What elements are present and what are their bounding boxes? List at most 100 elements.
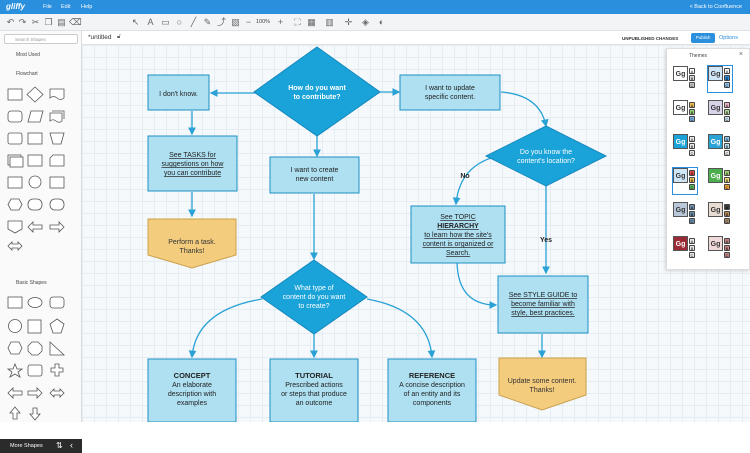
theme-swatch-label: Gg — [708, 236, 723, 251]
zoom-level[interactable]: 100% — [256, 19, 271, 25]
back-to-confluence-link[interactable]: < Back to Confluence — [689, 4, 742, 10]
menu-help[interactable]: Help — [81, 4, 93, 10]
decision-type-content[interactable]: What type of content do you want to crea… — [260, 259, 368, 335]
redo-icon[interactable]: ↷ — [18, 17, 27, 27]
decision-how-contribute[interactable]: How do you want to contribute? — [253, 46, 381, 137]
box-see-tasks-line1: See TASKS for — [169, 152, 216, 159]
circle-shape — [8, 319, 22, 333]
pointer-icon[interactable]: ↖ — [131, 17, 140, 27]
theme-swatch-label: Gg — [708, 100, 723, 115]
rectangle-tool-icon[interactable]: ▭ — [161, 17, 170, 27]
unpublished-status: UNPUBLISHED CHANGES — [622, 36, 679, 41]
section-basic-shapes[interactable]: Basic Shapes — [16, 280, 47, 286]
zoom-out-icon[interactable]: − — [245, 17, 252, 27]
theme-swatch-dot: B — [689, 75, 695, 81]
box-dont-know[interactable]: I don't know. — [147, 74, 210, 111]
themes-icon[interactable]: ◐ — [378, 17, 385, 27]
table-shape — [7, 176, 23, 189]
crosshair-icon[interactable]: ✛ — [344, 17, 353, 27]
theme-swatch-dot: B — [724, 143, 730, 149]
grid-icon[interactable]: ▦ — [307, 17, 316, 27]
connector-tool-icon[interactable]: ⤴ — [216, 17, 226, 27]
toolbar: ↶ ↷ ✂ ❐ ▤ ⌫ ↖ A ▭ ○ ╱ ✎ ⤴ ▧ − 100% + ⛶ ▦… — [0, 14, 750, 31]
dbl-arrow-basic-shape — [49, 388, 65, 398]
delete-icon[interactable]: ⌫ — [69, 17, 82, 27]
theme-swatch-dot: A — [689, 204, 695, 210]
box-tutorial[interactable]: TUTORIAL Prescribed actions or steps tha… — [269, 358, 359, 422]
undo-icon[interactable]: ↶ — [6, 17, 15, 27]
sliders-icon[interactable]: ⇅ — [56, 441, 63, 450]
align-icon[interactable]: ▥ — [325, 17, 334, 27]
box-see-tasks-line3: you can contribute — [164, 170, 221, 177]
pen-tool-icon[interactable]: ✎ — [203, 17, 212, 27]
theme-swatch-dot: A — [689, 68, 695, 74]
box-see-tasks[interactable]: See TASKS for suggestions on how you can… — [147, 135, 238, 192]
theme-swatch-label: Gg — [673, 168, 688, 183]
text-tool-icon[interactable]: A — [147, 17, 154, 27]
box-update[interactable]: I want to update specific content. — [399, 74, 501, 111]
drawing-canvas[interactable]: How do you want to contribute? I don't k… — [82, 45, 750, 422]
cut-icon[interactable]: ✂ — [31, 17, 40, 27]
publish-button[interactable]: Publish — [691, 33, 715, 43]
decision-know-location[interactable]: Do you know the content's location? — [484, 125, 608, 187]
options-button[interactable]: Options — [719, 35, 738, 41]
ellipse-tool-icon[interactable]: ○ — [176, 17, 183, 27]
box-see-tasks-line2: suggestions on how — [162, 161, 225, 168]
collapse-chevron-icon[interactable]: ‹ — [70, 440, 73, 450]
theme-swatch-dot: C — [689, 252, 695, 258]
theme-swatch-dot: B — [689, 143, 695, 149]
section-most-used[interactable]: Most Used — [16, 52, 40, 58]
decision-type-content-line3: to create? — [298, 303, 329, 310]
theme-swatch-label: Gg — [708, 134, 723, 149]
theme-swatch-dot: C — [724, 150, 730, 156]
theme-swatch-dot: B — [724, 109, 730, 115]
search-shapes-input[interactable]: Search Shapes — [4, 34, 78, 44]
offpage-update-some[interactable]: Update some content. Thanks! — [498, 357, 587, 411]
lock-icon[interactable]: 🔓︎ — [117, 34, 121, 40]
layers-icon[interactable]: ◈ — [362, 17, 369, 27]
rounded-process-shape — [7, 110, 23, 123]
box-style-guide[interactable]: See STYLE GUIDE to become familiar with … — [497, 275, 589, 334]
flowchart: How do you want to contribute? I don't k… — [147, 46, 608, 422]
box-topic-hierarchy[interactable]: See TOPIC HIERARCHY to learn how the sit… — [410, 205, 506, 264]
internal-storage-shape — [27, 154, 43, 167]
box-reference[interactable]: REFERENCE A concise description of an en… — [387, 358, 477, 422]
box-tutorial-line2: or steps that produce — [281, 391, 347, 398]
basic-shapes-palette[interactable] — [0, 289, 82, 439]
image-tool-icon[interactable]: ▧ — [231, 17, 240, 27]
document-title[interactable]: *untitled — [88, 34, 112, 41]
copy-icon[interactable]: ❐ — [44, 17, 53, 27]
fit-screen-icon[interactable]: ⛶ — [294, 17, 301, 27]
line-tool-icon[interactable]: ╱ — [190, 17, 197, 27]
double-arrow-shape — [7, 241, 23, 251]
box-concept[interactable]: CONCEPT An elaborate description with ex… — [147, 358, 237, 422]
theme-swatch-dot: C — [689, 82, 695, 88]
theme-swatch-dot: C — [724, 252, 730, 258]
flowchart-shapes-palette[interactable] — [0, 81, 82, 311]
section-flowchart[interactable]: Flowchart — [16, 71, 38, 77]
shape-library-sidebar: ⌕ Search Shapes Most Used Flowchart — [0, 31, 82, 453]
more-shapes-bar[interactable]: More Shapes ⇅ ‹ — [0, 439, 82, 453]
close-icon[interactable]: × — [738, 51, 743, 58]
decision-how-contribute-line1: How do you want — [288, 85, 346, 92]
box-create-new[interactable]: I want to create new content — [269, 156, 360, 194]
more-shapes-label[interactable]: More Shapes — [10, 443, 43, 449]
document-shape — [49, 88, 65, 100]
menu-edit[interactable]: Edit — [61, 4, 71, 10]
offpage-perform-task[interactable]: Perform a task. Thanks! — [147, 218, 237, 269]
paste-icon[interactable]: ▤ — [57, 17, 66, 27]
zoom-in-icon[interactable]: + — [277, 17, 284, 27]
menu-file[interactable]: File — [43, 4, 52, 10]
